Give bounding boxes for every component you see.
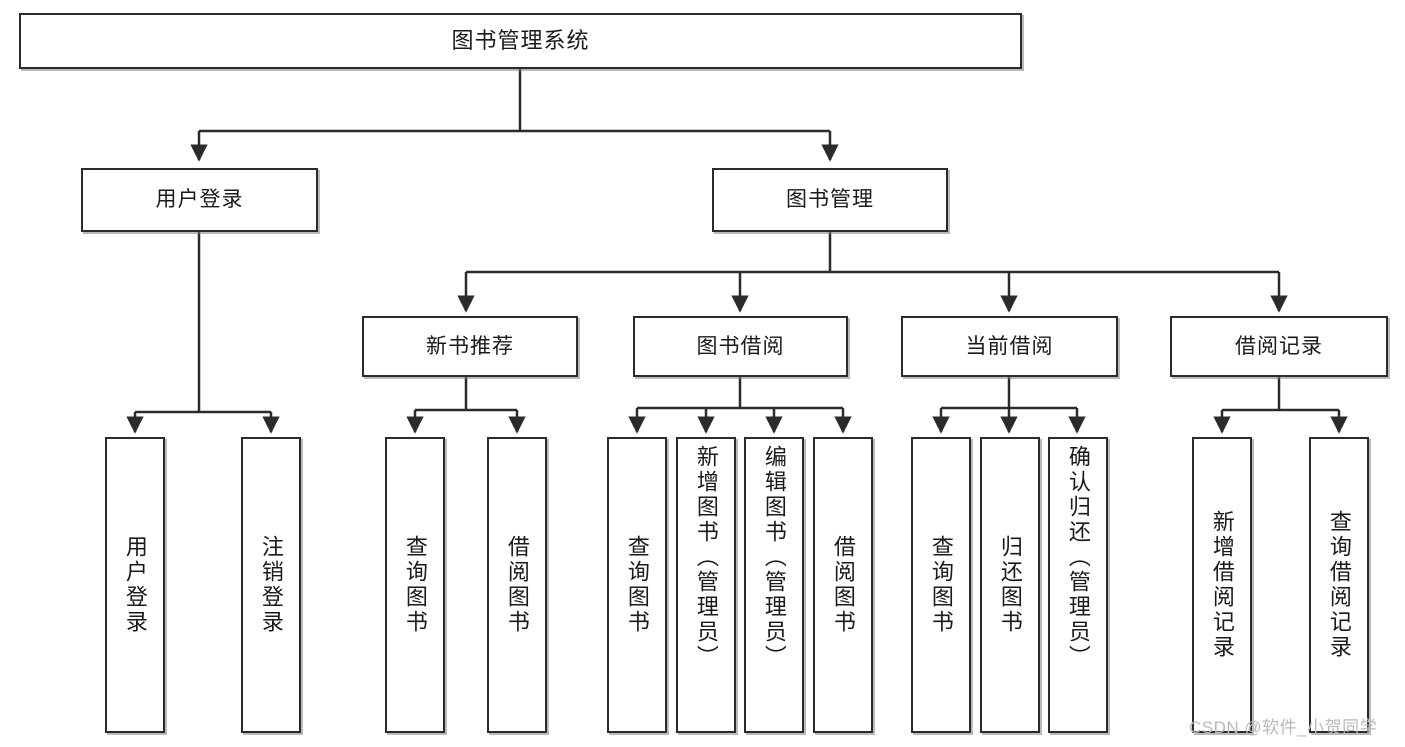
leaf-current-borrow-confirm-return[interactable]: 确认归还（管理员） xyxy=(1048,437,1108,733)
node-label: 注销登录 xyxy=(258,535,284,635)
leaf-user-login-signin[interactable]: 用户登录 xyxy=(105,437,165,733)
csdn-watermark: CSDN @软件_小贺同学 xyxy=(1189,718,1378,737)
node-label: 新书推荐 xyxy=(426,334,514,358)
node-borrow-record[interactable]: 借阅记录 xyxy=(1170,316,1388,377)
node-label: 用户登录 xyxy=(155,188,244,212)
leaf-new-book-query[interactable]: 查询图书 xyxy=(385,437,445,733)
node-label: 归还图书 xyxy=(997,535,1023,635)
node-label: 新增借阅记录 xyxy=(1209,510,1235,660)
leaf-new-book-borrow[interactable]: 借阅图书 xyxy=(487,437,547,733)
node-label: 图书管理系统 xyxy=(451,27,590,53)
node-label: 查询借阅记录 xyxy=(1326,510,1352,660)
node-new-book-recommend[interactable]: 新书推荐 xyxy=(362,316,578,377)
leaf-book-borrow-add[interactable]: 新增图书（管理员） xyxy=(676,437,736,733)
node-label: 图书借阅 xyxy=(696,334,785,358)
leaf-borrow-record-add[interactable]: 新增借阅记录 xyxy=(1192,437,1252,733)
leaf-current-borrow-return[interactable]: 归还图书 xyxy=(980,437,1040,733)
node-book-borrow[interactable]: 图书借阅 xyxy=(633,316,848,377)
node-book-management[interactable]: 图书管理 xyxy=(712,168,948,232)
leaf-borrow-record-query[interactable]: 查询借阅记录 xyxy=(1309,437,1369,733)
node-label: 借阅图书 xyxy=(830,535,856,635)
leaf-book-borrow-borrow[interactable]: 借阅图书 xyxy=(813,437,873,733)
node-label: 查询图书 xyxy=(928,535,954,635)
node-label: 借阅图书 xyxy=(504,535,530,635)
leaf-user-login-signout[interactable]: 注销登录 xyxy=(241,437,301,733)
node-label: 确认归还（管理员） xyxy=(1065,445,1091,670)
node-user-login[interactable]: 用户登录 xyxy=(81,168,318,232)
node-label: 新增图书（管理员） xyxy=(693,445,719,670)
leaf-book-borrow-query[interactable]: 查询图书 xyxy=(607,437,667,733)
leaf-current-borrow-query[interactable]: 查询图书 xyxy=(911,437,971,733)
node-label: 借阅记录 xyxy=(1235,334,1323,358)
node-current-borrow[interactable]: 当前借阅 xyxy=(901,316,1118,377)
node-label: 编辑图书（管理员） xyxy=(761,445,787,670)
node-label: 图书管理 xyxy=(786,188,874,212)
leaf-book-borrow-edit[interactable]: 编辑图书（管理员） xyxy=(744,437,804,733)
node-label: 当前借阅 xyxy=(965,334,1054,358)
node-label: 查询图书 xyxy=(624,535,650,635)
node-label: 用户登录 xyxy=(122,535,148,635)
node-root-system[interactable]: 图书管理系统 xyxy=(19,13,1022,69)
node-label: 查询图书 xyxy=(402,535,428,635)
